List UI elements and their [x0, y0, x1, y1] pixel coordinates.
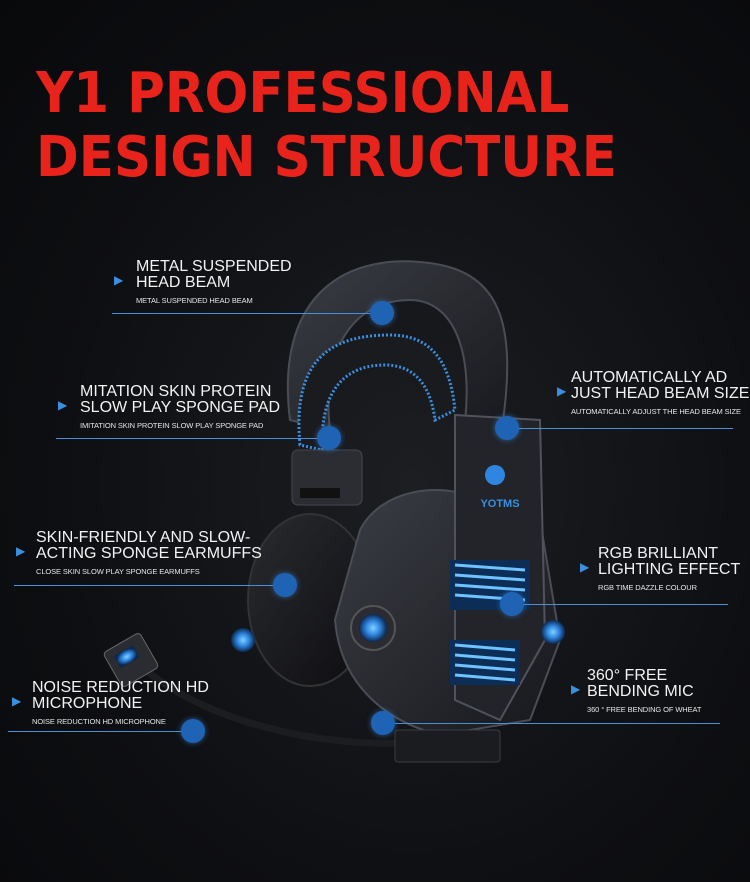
triangle-right-icon: ▶ — [571, 682, 581, 696]
title-line-2: DESIGN STRUCTURE — [36, 125, 617, 190]
wolf-logo-icon — [485, 465, 505, 485]
marker-5 — [495, 416, 519, 440]
mic-boom — [137, 662, 421, 747]
left-light — [231, 628, 255, 652]
leader-line-3 — [14, 585, 286, 586]
callout-earmuffs: ▶ SKIN-FRIENDLY AND SLOW- ACTING SPONGE … — [16, 529, 262, 577]
triangle-right-icon: ▶ — [580, 560, 590, 574]
triangle-right-icon: ▶ — [16, 544, 26, 558]
triangle-right-icon: ▶ — [557, 384, 567, 398]
callout-adjust-size: ▶ AUTOMATICALLY AD JUST HEAD BEAM SIZE A… — [557, 369, 750, 417]
triangle-right-icon: ▶ — [58, 398, 68, 412]
right-light — [541, 620, 565, 644]
leader-line-4 — [8, 731, 194, 732]
leader-line-6 — [512, 604, 728, 605]
triangle-right-icon: ▶ — [114, 273, 124, 287]
marker-2 — [317, 426, 341, 450]
leader-line-1 — [112, 313, 384, 314]
marker-3 — [273, 573, 297, 597]
mic-base — [394, 729, 501, 763]
callout-rgb-lighting: ▶ RGB BRILLIANT LIGHTING EFFECT RGB TIME… — [580, 545, 741, 593]
title-line-1: Y1 PROFESSIONAL — [36, 61, 570, 126]
leader-line-7 — [383, 723, 720, 724]
callout-sponge-pad: ▶ MITATION SKIN PROTEIN SLOW PLAY SPONGE… — [58, 383, 281, 431]
leader-line-2 — [56, 438, 328, 439]
leader-line-5 — [507, 428, 733, 429]
brand-logo-text: YOTMS — [480, 498, 519, 510]
callout-head-beam: ▶ METAL SUSPENDED HEAD BEAM METAL SUSPEN… — [114, 258, 292, 306]
triangle-right-icon: ▶ — [12, 694, 22, 708]
head-cushion — [297, 333, 457, 452]
callout-microphone: ▶ NOISE REDUCTION HD MICROPHONE NOISE RE… — [12, 679, 209, 727]
callout-bending-mic: ▶ 360° FREE BENDING MIC 360 ° FREE BENDI… — [571, 667, 702, 715]
marker-1 — [370, 301, 394, 325]
marker-7 — [371, 711, 395, 735]
hinge-light — [359, 614, 387, 642]
marker-4 — [181, 719, 205, 743]
page-title: Y1 PROFESSIONAL DESIGN STRUCTURE — [36, 62, 617, 190]
marker-6 — [500, 592, 524, 616]
